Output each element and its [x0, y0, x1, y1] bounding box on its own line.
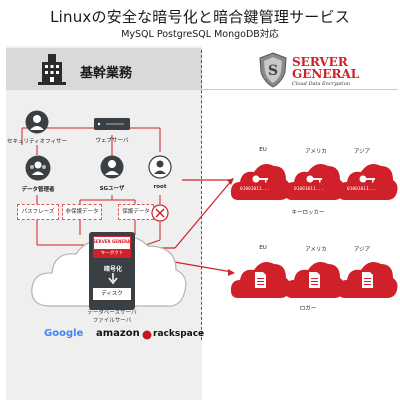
provider-google: Google [44, 328, 84, 339]
db-server-label-1: データベースサーバ [87, 310, 137, 316]
key-bits-america: 01001011... [294, 187, 324, 192]
building-icon [38, 54, 66, 85]
keylocker-clouds [230, 164, 398, 200]
web-server-icon [94, 118, 130, 130]
logger-label: ロガー [299, 306, 317, 312]
root-user-label: root [153, 184, 167, 190]
region-america-bottom: アメリカ [305, 247, 327, 253]
provider-rackspace: rackspace [153, 329, 205, 339]
data-admin-icon [25, 155, 51, 181]
page-title: Linuxの安全な暗号化と暗合鍵管理サービス [50, 8, 350, 26]
data-admin-label: データ管理者 [21, 187, 55, 193]
agent-label: キーボクト [93, 250, 131, 258]
keylocker-label: キーロッカー [291, 210, 325, 216]
non-sensitive-data-box: 非保護データ [62, 204, 102, 220]
rackspace-logo-icon [142, 330, 152, 340]
section-label: 基幹業務 [80, 66, 133, 81]
left-panel [6, 46, 202, 400]
blocked-x-icon [151, 204, 169, 222]
encrypt-arrow-icon [108, 273, 118, 285]
logger-clouds [230, 262, 398, 298]
page-subtitle: MySQL PostgreSQL MongoDB対応 [121, 29, 279, 40]
db-server-label-2: ファイルサーバ [92, 318, 132, 324]
panel-divider [201, 50, 202, 340]
right-header-line [202, 89, 398, 90]
region-asia-top: アジア [353, 149, 371, 155]
encrypt-label: 暗号化 [103, 266, 122, 273]
security-officer-icon [25, 110, 49, 134]
sg-user-label: SGユーザ [99, 186, 125, 192]
agent-brand-label: SERVER GENERAL [93, 239, 133, 244]
region-eu-bottom: EU [259, 245, 267, 251]
passphrase-box: パスフレーズ [17, 204, 59, 220]
security-officer-label: セキュリティオフィサー [6, 139, 68, 145]
key-bits-eu: 01001011... [240, 187, 270, 192]
disk-label: ディスク [93, 288, 131, 300]
agent-brand-box [93, 236, 131, 250]
root-user-icon [148, 155, 172, 179]
svg-text:S: S [268, 63, 278, 79]
brand-tagline: Cloud Data Encryption [292, 81, 350, 87]
brand-line2: GENERAL [292, 67, 360, 81]
shield-logo-icon: S [259, 52, 287, 88]
web-server-label: ウェブサーバ [95, 138, 129, 144]
provider-amazon: amazon [96, 328, 140, 339]
sg-user-icon [100, 155, 124, 179]
region-america-top: アメリカ [305, 149, 327, 155]
key-bits-asia: 01001011... [347, 187, 377, 192]
brand-line1: SERVER [292, 55, 348, 69]
region-eu-top: EU [259, 147, 267, 153]
region-asia-bottom: アジア [353, 247, 371, 253]
